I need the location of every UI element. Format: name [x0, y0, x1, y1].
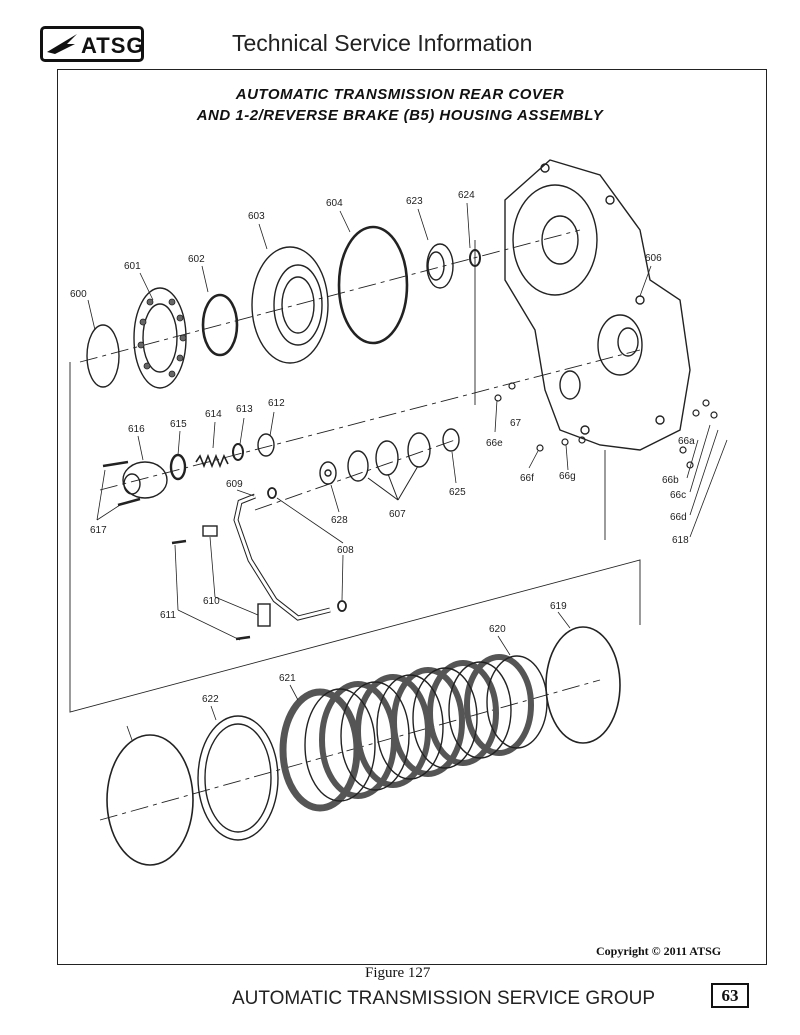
page-number: 63 — [711, 983, 749, 1008]
part-label: 614 — [205, 409, 222, 420]
seal-604 — [337, 225, 409, 345]
part-label: 625 — [449, 487, 466, 498]
brackets-610-611 — [171, 525, 271, 641]
part-label: 611 — [160, 610, 176, 621]
part-label: 66c — [670, 490, 686, 501]
page-title: Technical Service Information — [232, 30, 533, 56]
alignment-lines — [69, 240, 641, 713]
part-label: 612 — [268, 398, 285, 409]
o-ring-624 — [469, 249, 481, 267]
part-label: 66b — [662, 475, 679, 486]
part-label: 617 — [90, 525, 107, 536]
part-label: 613 — [236, 404, 253, 415]
rear-cover-606 — [504, 159, 691, 451]
part-label: 619 — [550, 601, 567, 612]
logo-plane-icon — [47, 34, 77, 54]
tube-609-inner — [234, 494, 331, 620]
part-label: 602 — [188, 254, 205, 265]
part-label: 615 — [170, 419, 187, 430]
part-label: 607 — [389, 509, 406, 520]
part-labels: 600 601 602 603 604 623 624 606 616 615 … — [70, 190, 695, 705]
footer-org-name: AUTOMATIC TRANSMISSION SERVICE GROUP — [232, 988, 655, 1009]
diagram-title-line-2: AND 1-2/REVERSE BRAKE (B5) HOUSING ASSEM… — [196, 107, 604, 124]
part-label: 618 — [672, 535, 689, 546]
part-label: 623 — [406, 196, 423, 207]
part-label: 604 — [326, 198, 343, 209]
o-ring-608-upper — [267, 487, 277, 499]
part-label: 606 — [645, 253, 662, 264]
rings-607-628-625 — [319, 428, 460, 501]
leader-lines — [87, 202, 728, 741]
centerlines — [79, 229, 641, 821]
part-label: 624 — [458, 190, 475, 201]
snap-ring-600 — [86, 324, 120, 388]
part-label: 628 — [331, 515, 348, 526]
part-label: 610 — [203, 596, 220, 607]
logo-text: ATSG — [81, 33, 145, 58]
part-label: 621 — [279, 673, 296, 684]
part-label: 620 — [489, 624, 506, 635]
part-label: 616 — [128, 424, 145, 435]
figure-caption: Figure 127 — [365, 965, 431, 981]
part-label: 622 — [202, 694, 219, 705]
part-label: 67 — [510, 418, 522, 429]
snap-ring-622 — [106, 734, 194, 866]
figure-frame — [57, 69, 767, 965]
snap-ring-618 — [545, 626, 621, 744]
backing-plate-621 — [197, 715, 279, 841]
atsg-logo: ATSG — [40, 26, 144, 62]
part-label: 66a — [678, 436, 695, 447]
part-label: 609 — [226, 479, 243, 490]
seal-602 — [201, 293, 239, 357]
part-label: 66d — [670, 512, 687, 523]
part-label: 603 — [248, 211, 265, 222]
part-label: 600 — [70, 289, 87, 300]
bearing-623 — [426, 243, 454, 289]
cover-bolts-66 — [494, 382, 718, 469]
spring-retainer-601 — [133, 287, 187, 389]
part-label: 601 — [124, 261, 141, 272]
clutch-pack-619-620 — [279, 654, 548, 812]
part-label: 66e — [486, 438, 503, 449]
part-label: 66f — [520, 473, 534, 484]
copyright-notice: Copyright © 2011 ATSG — [596, 944, 722, 958]
part-label: 66g — [559, 471, 576, 482]
piston-603 — [251, 246, 329, 364]
diagram-title-line-1: AUTOMATIC TRANSMISSION REAR COVER — [235, 86, 565, 103]
servo-components-612-616 — [102, 433, 275, 507]
part-label: 608 — [337, 545, 354, 556]
o-ring-608-lower — [337, 600, 347, 612]
